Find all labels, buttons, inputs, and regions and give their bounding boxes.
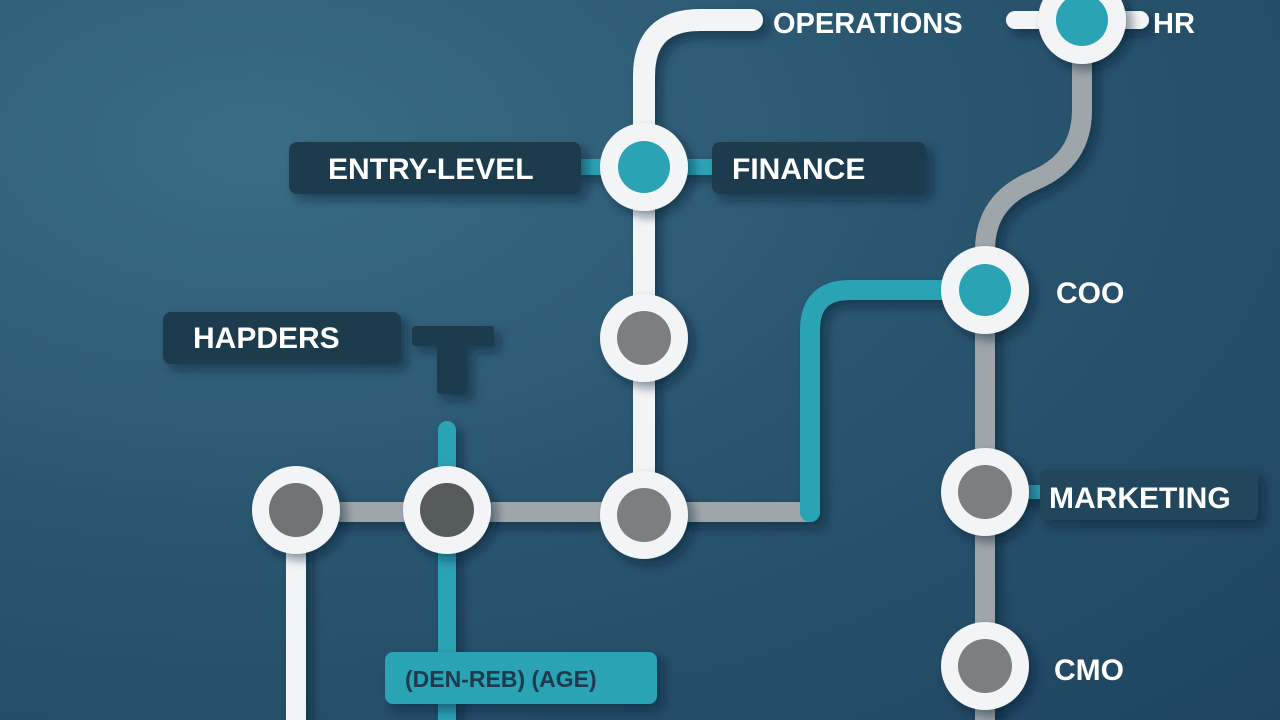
node-row-center[interactable] [600, 471, 688, 559]
track-operations-center [633, 9, 763, 521]
node-cmo[interactable] [941, 622, 1029, 710]
node-hr[interactable] [1038, 0, 1126, 64]
entry-level-box [289, 142, 581, 194]
label-marketing: MARKETING [1049, 482, 1231, 515]
bottom-teal-box [385, 652, 657, 704]
t-marker-icon [412, 326, 494, 394]
node-finance[interactable] [600, 123, 688, 211]
nodes [252, 0, 1126, 710]
marketing-box [1040, 470, 1258, 520]
node-row-left[interactable] [252, 466, 340, 554]
label-boxes [163, 142, 1258, 704]
label-coo: COO [1056, 277, 1124, 310]
node-coo[interactable] [941, 246, 1029, 334]
node-marketing[interactable] [941, 448, 1029, 536]
track-teal-coo [800, 280, 995, 522]
label-hr: HR [1153, 8, 1195, 40]
label-entry-level: ENTRY-LEVEL [328, 153, 534, 186]
label-bottom-box: (DEN‑REB) (AGE) [405, 666, 597, 692]
label-cmo: CMO [1054, 654, 1124, 687]
label-finance: FINANCE [732, 153, 865, 186]
finance-box [712, 142, 926, 194]
track-lines [286, 9, 1149, 720]
node-center-mid[interactable] [600, 294, 688, 382]
label-operations: OPERATIONS [773, 8, 963, 40]
hapders-box [163, 312, 401, 364]
label-hapders: HAPDERS [193, 322, 340, 355]
track-right-column [975, 30, 1092, 720]
node-row-second[interactable] [403, 466, 491, 554]
